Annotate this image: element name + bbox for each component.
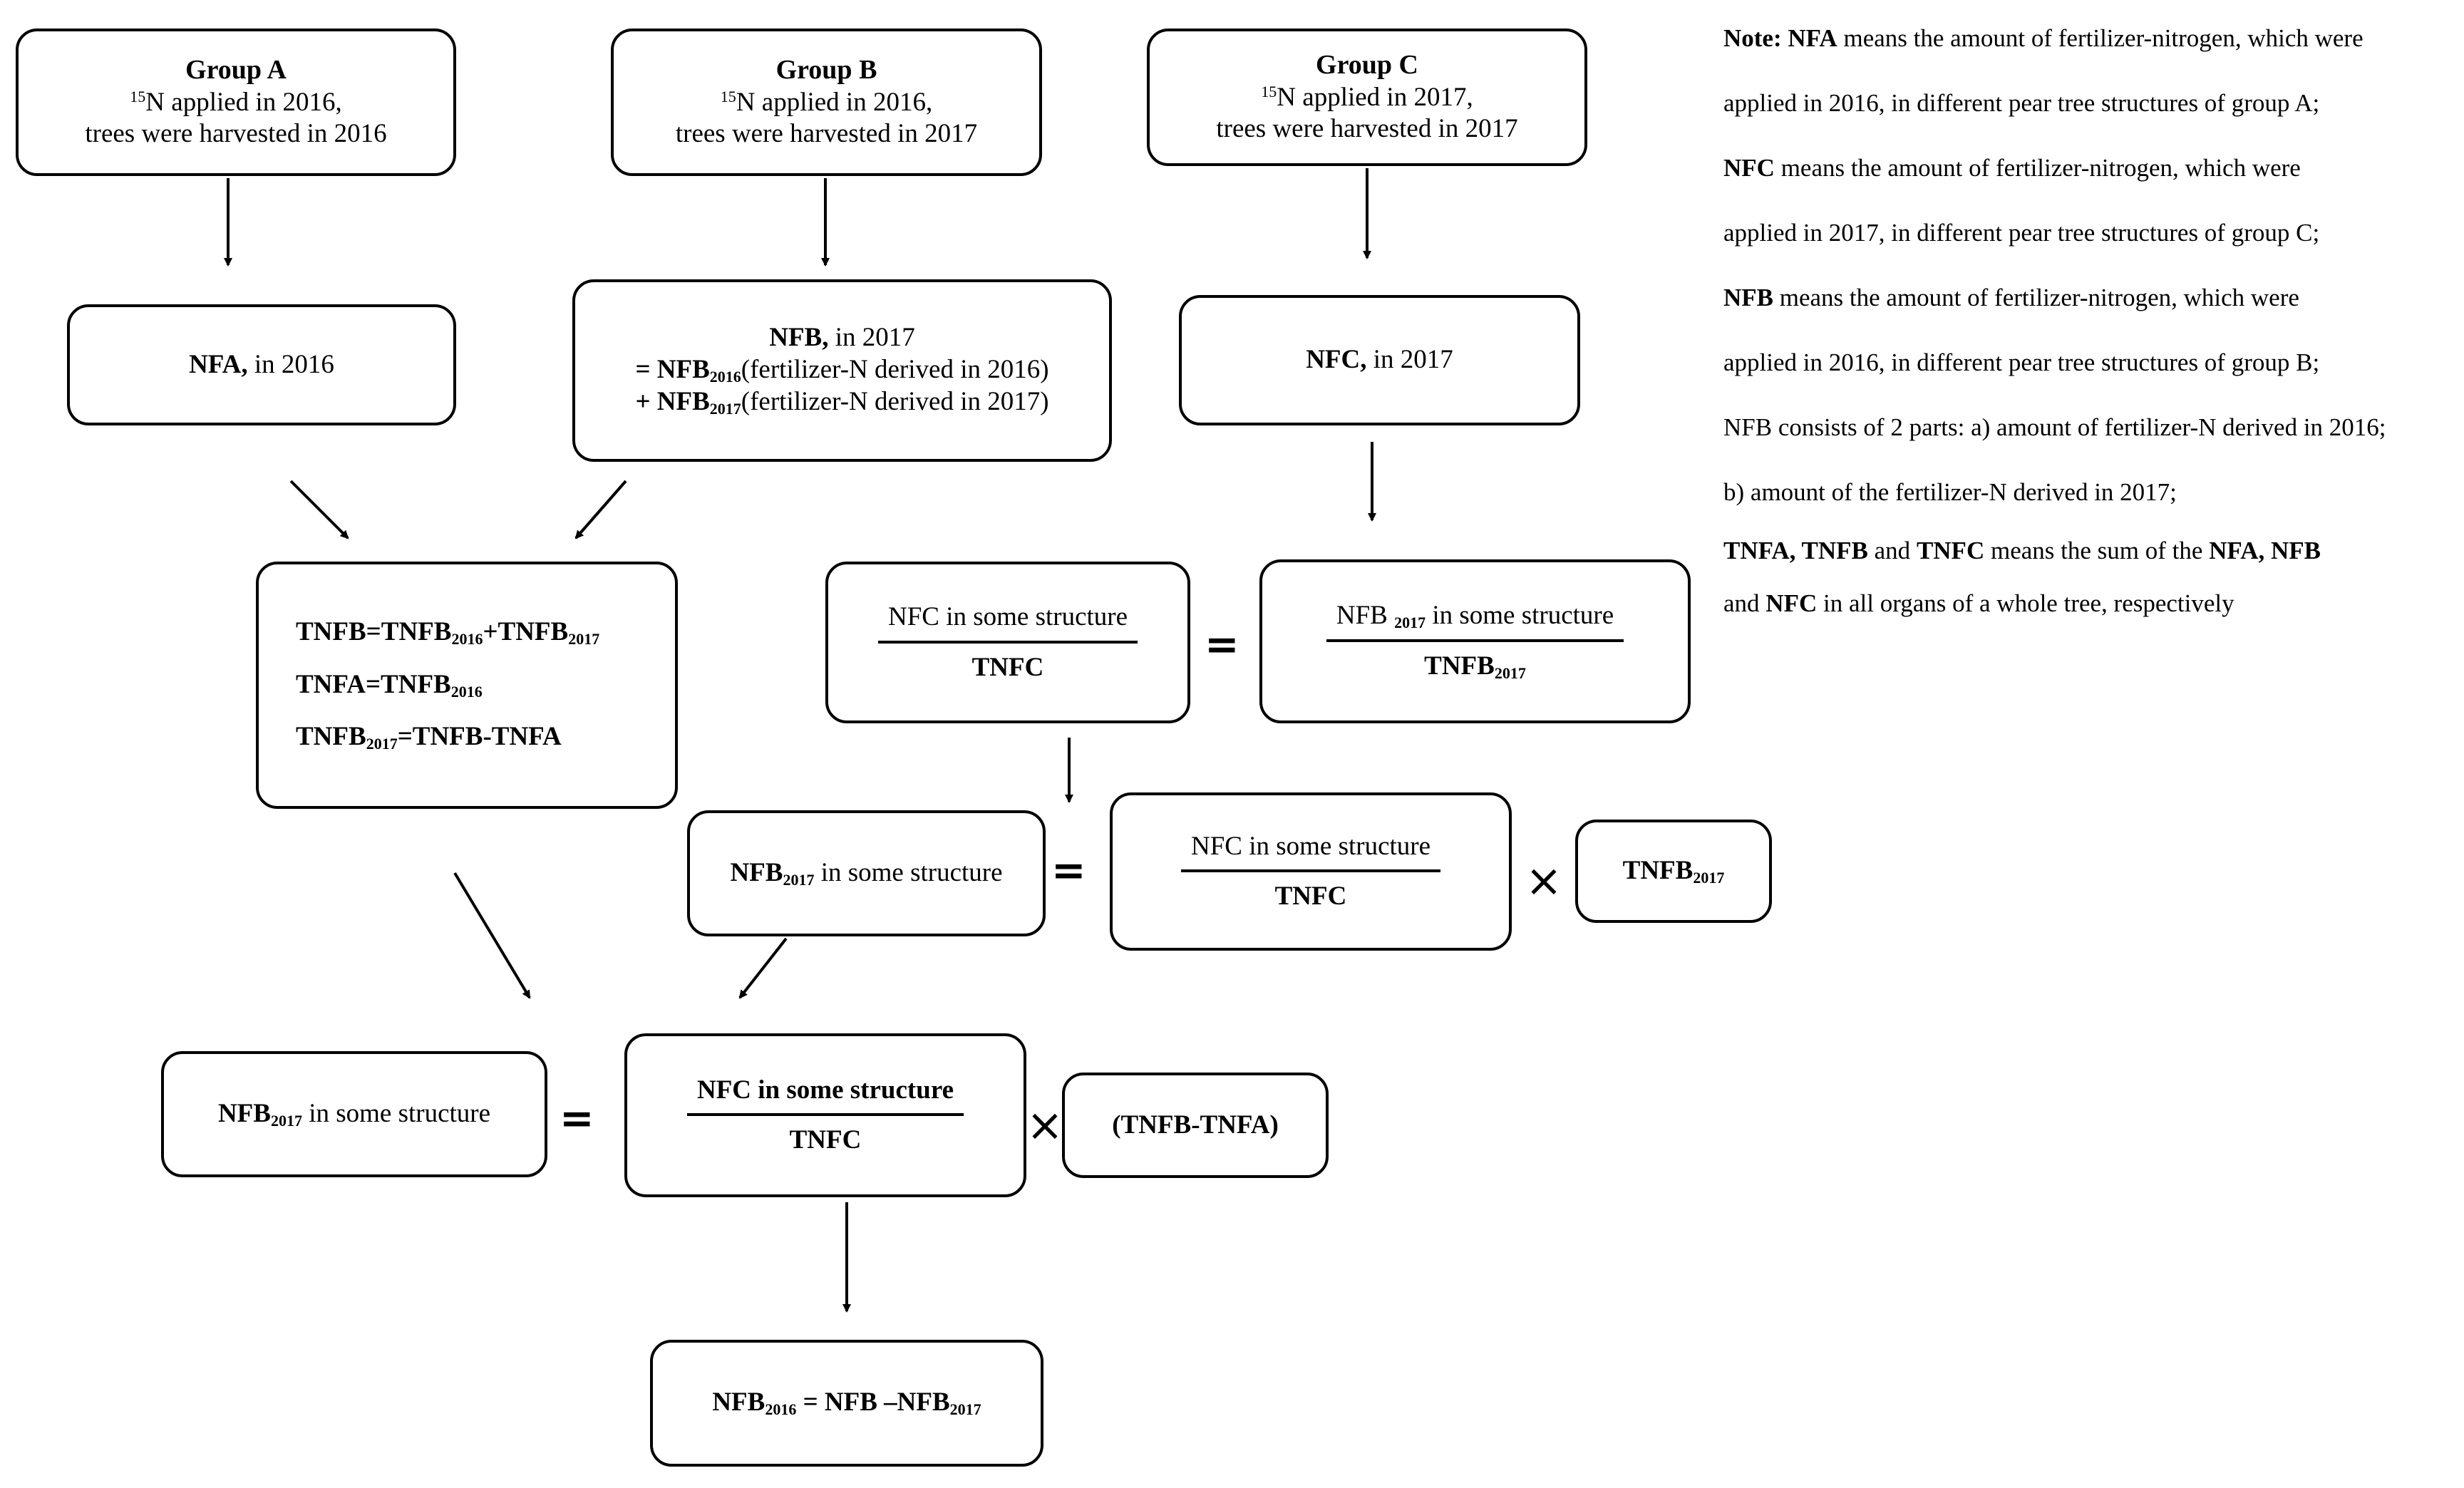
nfc-box: NFC, in 2017 — [1179, 295, 1580, 425]
nfb-box: NFB, in 2017 = NFB2016(fertilizer-N deri… — [572, 279, 1112, 462]
group-b-title: Group B — [775, 55, 877, 86]
group-b-line2: trees were harvested in 2017 — [675, 119, 978, 149]
ratio-left-numerator: NFC in some structure — [877, 601, 1138, 644]
final-times: × — [1026, 1099, 1063, 1151]
group-a-line2: trees were harvested in 2016 — [85, 119, 387, 149]
mid-times: × — [1525, 854, 1562, 906]
note-text: Note: NFA means the amount of fertilizer… — [1723, 24, 2386, 617]
arrow-mid-to-final — [738, 937, 788, 999]
group-b-box: Group B 15N applied in 2016, trees were … — [611, 29, 1042, 176]
group-c-box: Group C 15N applied in 2017, trees were … — [1147, 29, 1587, 166]
group-c-title: Group C — [1316, 50, 1418, 81]
mid-left-box: NFB2017 in some structure — [687, 810, 1046, 936]
ratio-right-box: NFB 2017 in some structure TNFB2017 — [1259, 559, 1691, 723]
group-a-title: Group A — [185, 55, 287, 86]
final-fraction-box: NFC in some structure TNFC — [624, 1033, 1026, 1197]
arrow-nfa-to-tn — [289, 480, 349, 539]
result-box: NFB2016 = NFB –NFB2017 — [650, 1340, 1043, 1467]
mid-equals: = — [1051, 846, 1086, 894]
final-right-box: (TNFB-TNFA) — [1062, 1073, 1329, 1178]
final-left-box: NFB2017 in some structure — [161, 1051, 547, 1177]
group-a-line1: N applied in 2016, — [145, 87, 342, 117]
final-equals: = — [560, 1094, 594, 1142]
group-b-line1: N applied in 2016, — [736, 87, 933, 117]
group-c-line1: N applied in 2017, — [1277, 82, 1473, 112]
mid-right-box: TNFB2017 — [1575, 820, 1772, 923]
arrow-tn-to-final — [453, 872, 531, 999]
nfa-box: NFA, in 2016 — [67, 304, 456, 425]
ratio-equals: = — [1205, 620, 1239, 668]
arrow-nfb-to-tn — [574, 480, 627, 539]
tn-relations-box: TNFB=TNFB2016+TNFB2017 TNFA=TNFB2016 TNF… — [256, 562, 678, 809]
group-c-line2: trees were harvested in 2017 — [1216, 114, 1518, 144]
group-a-box: Group A 15N applied in 2016, trees were … — [16, 29, 456, 176]
mid-fraction-box: NFC in some structure TNFC — [1110, 792, 1512, 951]
ratio-left-box: NFC in some structure TNFC — [825, 562, 1190, 723]
ratio-left-denominator: TNFC — [971, 652, 1044, 682]
